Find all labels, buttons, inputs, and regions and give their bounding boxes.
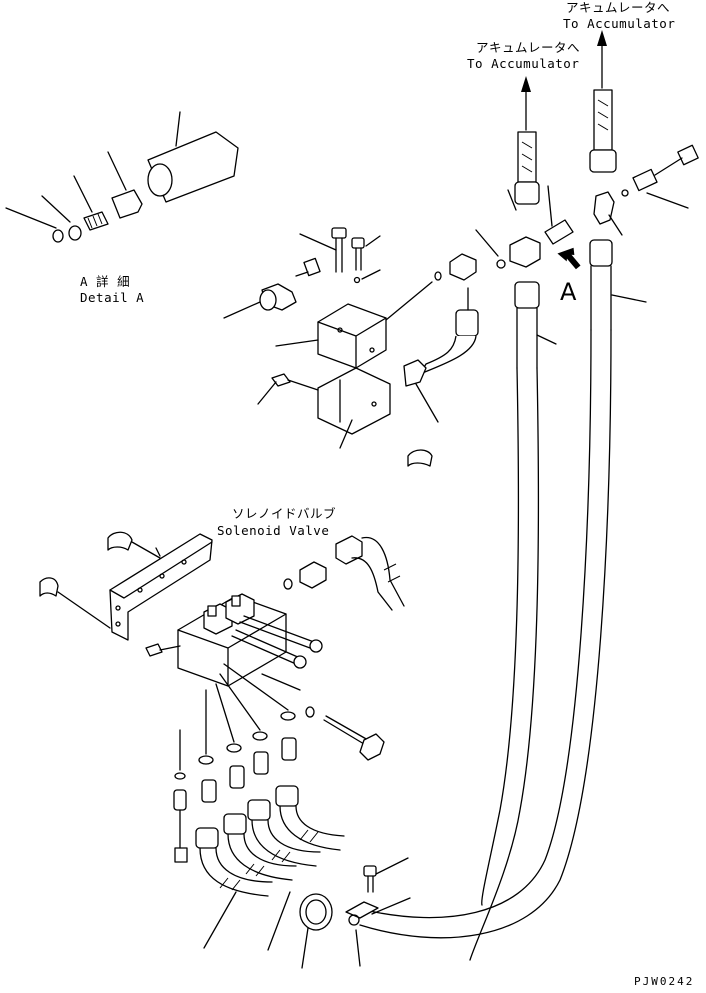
detail-a-label-jp: A 詳 細 <box>80 274 130 289</box>
solenoid-valve-label-en: Solenoid Valve <box>217 523 329 538</box>
upper-valve-block <box>223 227 479 467</box>
accumulator-left-label-jp: アキュムレータへ <box>476 40 580 55</box>
solenoid-valve-assembly <box>39 531 411 969</box>
accumulator-pipe-left <box>475 131 581 369</box>
accumulator-pipe-right <box>589 89 699 331</box>
view-marker-a: A <box>560 278 577 306</box>
accumulator-arrow-right <box>597 30 607 89</box>
accumulator-left-label-en: To Accumulator <box>467 56 579 71</box>
drawing-code: PJW0242 <box>634 975 694 988</box>
detail-a-label-en: Detail A <box>80 290 144 305</box>
detail-a-parts <box>5 111 239 243</box>
accumulator-right-label-jp: アキュムレータへ <box>566 0 670 15</box>
return-hoses <box>359 329 612 961</box>
solenoid-valve-label-jp: ソレノイドバルブ <box>232 506 336 521</box>
accumulator-right-label-en: To Accumulator <box>563 16 675 31</box>
accumulator-arrow-left <box>521 76 531 131</box>
